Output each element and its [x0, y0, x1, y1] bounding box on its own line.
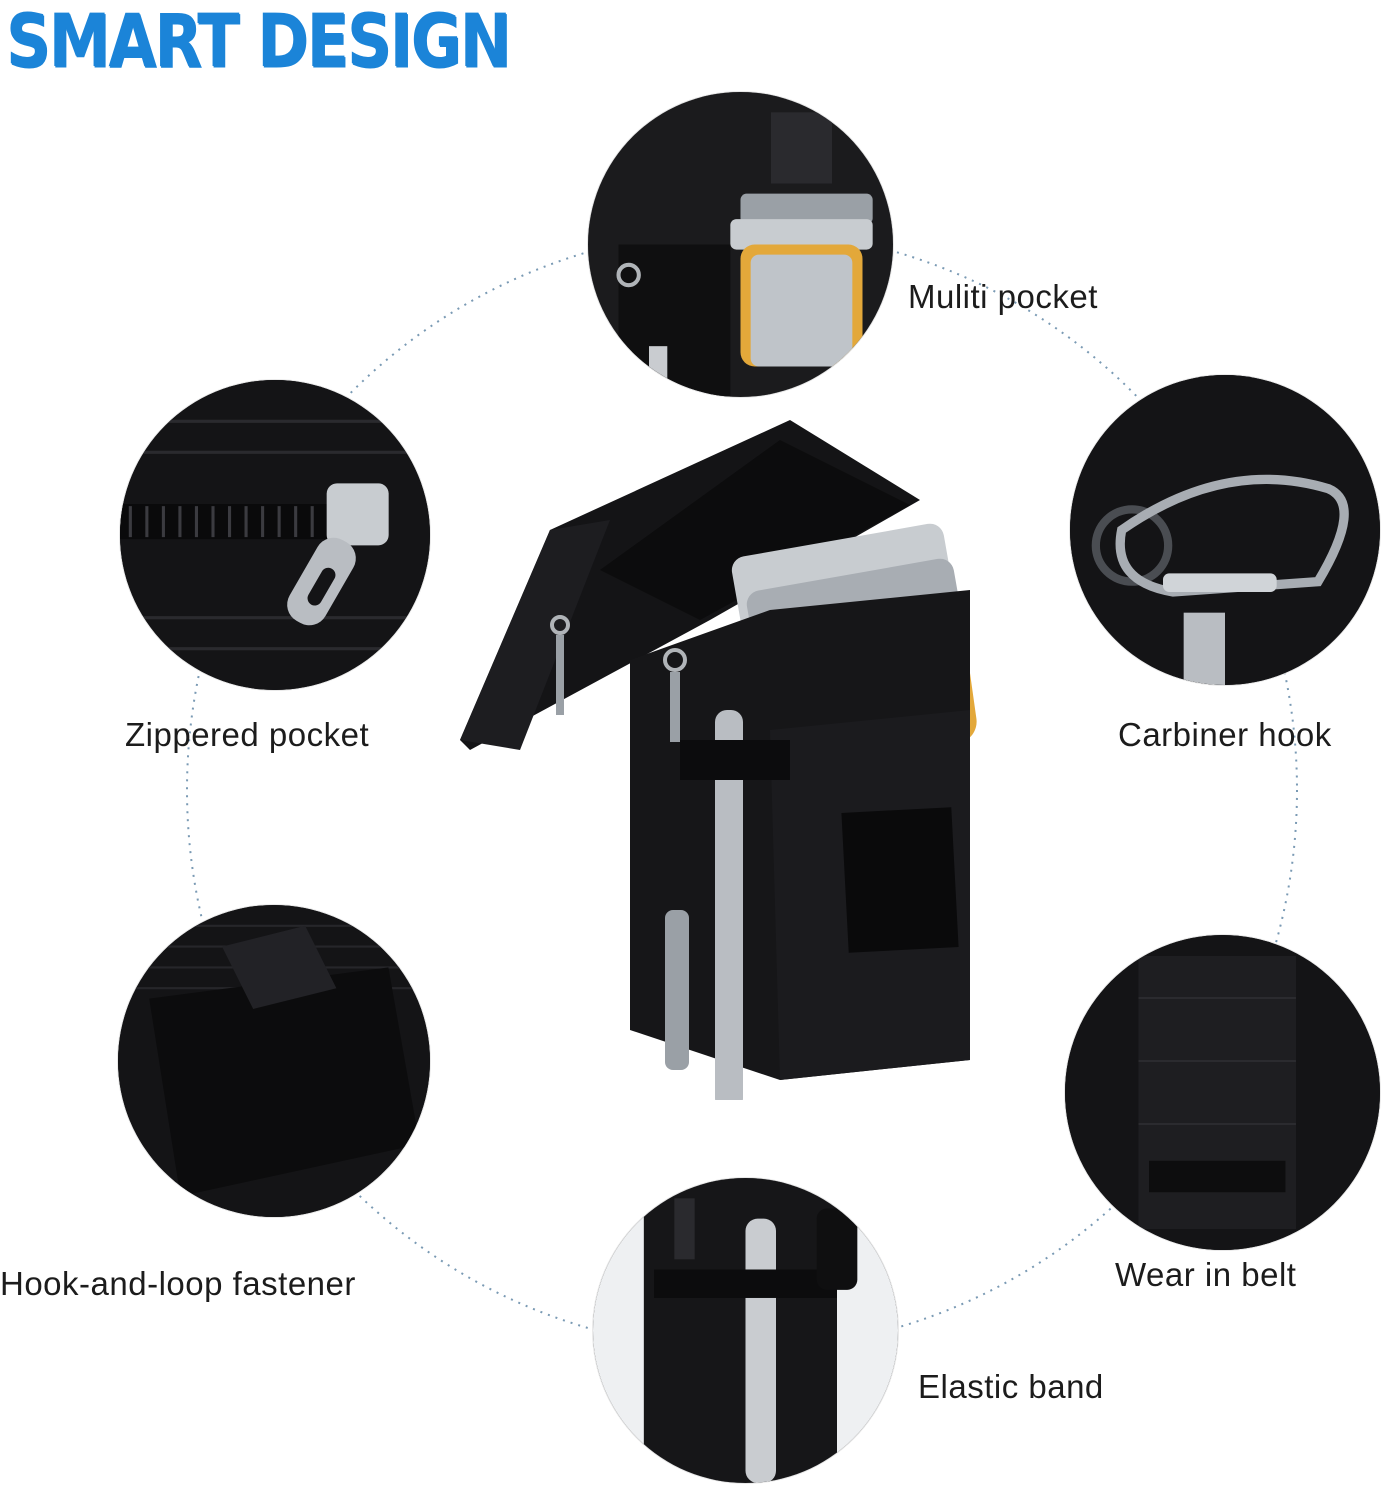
page-title: SMART DESIGN — [6, 0, 511, 84]
feature-label-hook-and-loop-fastener: Hook-and-loop fastener — [0, 1265, 356, 1302]
velcro-icon — [118, 905, 430, 1217]
multi-pocket-icon — [588, 92, 893, 397]
elastic-band-image — [593, 1178, 898, 1483]
feature-label-multi-pocket: Muliti pocket — [908, 278, 1098, 315]
carabiner-icon — [1070, 375, 1380, 685]
multi-pocket-image — [588, 92, 893, 397]
wear-in-belt-image — [1065, 935, 1380, 1250]
zippered-pocket-image — [120, 380, 430, 690]
feature-label-elastic-band: Elastic band — [918, 1368, 1104, 1405]
feature-label-zippered-pocket: Zippered pocket — [125, 716, 370, 753]
elastic-band-icon — [593, 1178, 898, 1483]
feature-label-wear-in-belt: Wear in belt — [1115, 1256, 1297, 1293]
phone-pouch-product-image — [460, 420, 977, 1100]
zipper-icon — [120, 380, 430, 690]
hook-and-loop-image — [118, 905, 430, 1217]
belt-loop-icon — [1065, 935, 1380, 1250]
feature-label-carbiner-hook: Carbiner hook — [1118, 716, 1332, 753]
carabiner-hook-image — [1070, 375, 1380, 685]
